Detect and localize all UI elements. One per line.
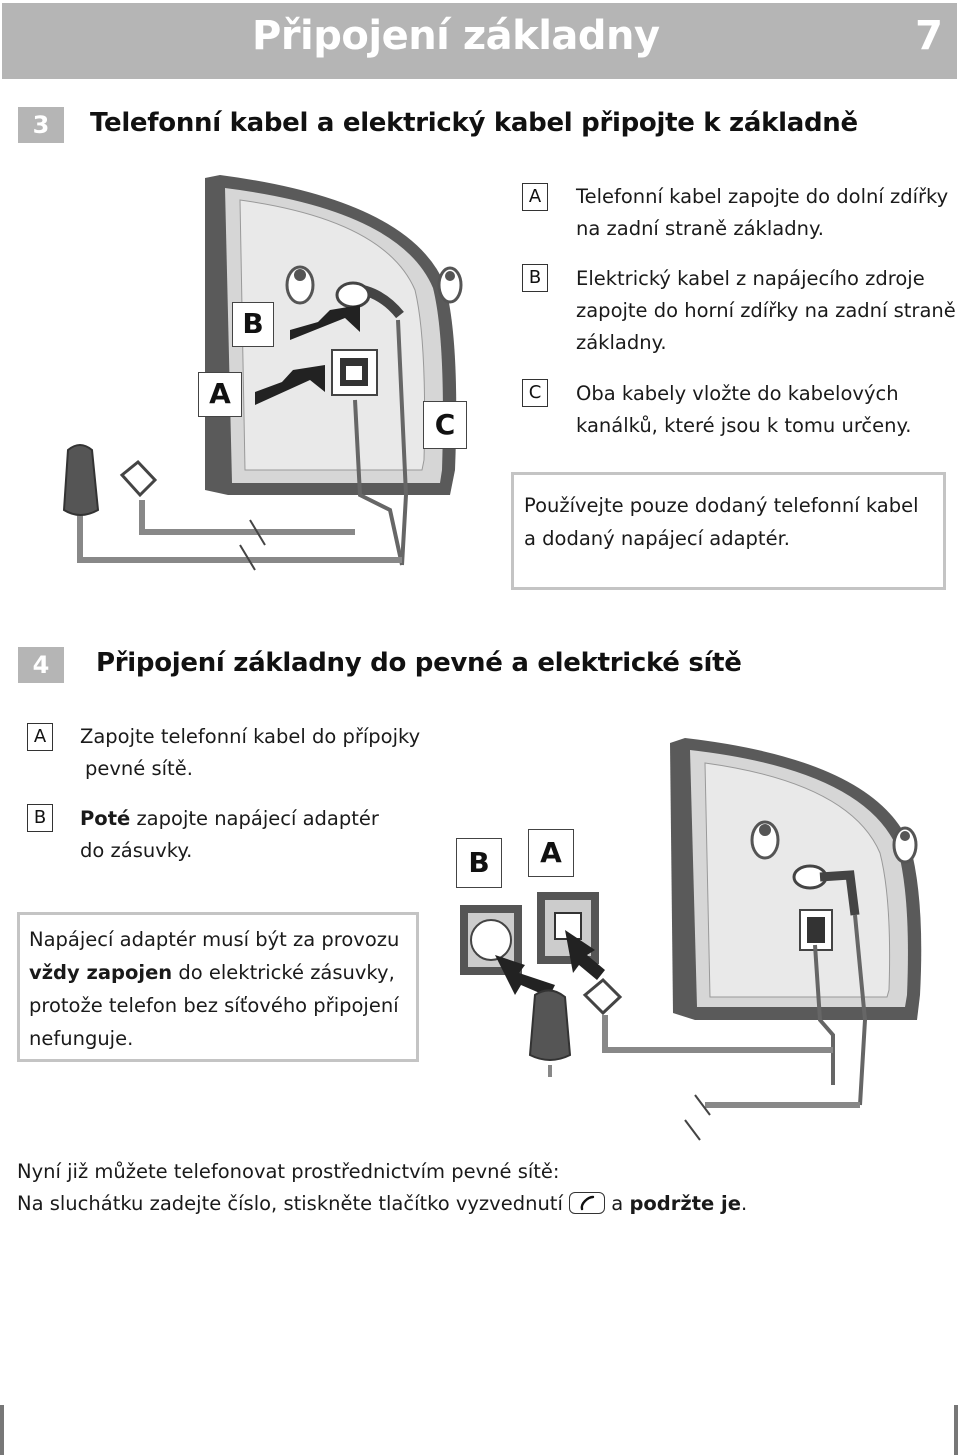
step-4-badge: 4	[18, 647, 64, 683]
item-letter-a: A	[522, 183, 548, 211]
diagram-label-c: C	[423, 401, 467, 449]
item-letter-a: A	[27, 723, 53, 751]
step-3-item-b-text: Elektrický kabel z napájecího zdroje zap…	[576, 267, 956, 354]
step-4-note: Napájecí adaptér musí být za provozu vžd…	[17, 912, 419, 1062]
step-4-heading: Připojení základny do pevné a elektrické…	[96, 648, 742, 678]
item-letter-b: B	[522, 264, 548, 292]
diagram-label-b: B	[456, 838, 502, 888]
page-edge-mark-left	[0, 1405, 4, 1455]
step-3-badge: 3	[18, 107, 64, 143]
step-3-heading: Telefonní kabel a elektrický kabel připo…	[90, 108, 858, 138]
mount-hole-left	[285, 265, 315, 305]
footer-line-2: Na sluchátku zadejte číslo, stiskněte tl…	[17, 1192, 748, 1215]
handset-icon	[569, 1192, 606, 1214]
diagram-label-a: A	[528, 829, 574, 877]
step-3-note: Používejte pouze dodaný telefonní kabel …	[511, 472, 946, 590]
item-letter-c: C	[522, 379, 548, 407]
diagram-label-a: A	[198, 372, 242, 417]
step-4-item-b-text: Poté zapojte napájecí adaptér do zásuvky…	[80, 807, 379, 862]
base-station-rear-diagram	[62, 175, 463, 571]
page-number: 7	[915, 13, 943, 59]
wall-sockets-diagram	[460, 738, 922, 1141]
footer-line-1: Nyní již můžete telefonovat prostřednict…	[17, 1160, 560, 1183]
diagram-label-b: B	[232, 302, 274, 347]
page-title: Připojení základny	[252, 13, 660, 59]
page-edge-mark-right	[954, 1405, 958, 1455]
step-3-item-c-text: Oba kabely vložte do kabelových kanálků,…	[576, 382, 912, 437]
page-header: Připojení základny 7	[2, 3, 957, 79]
mount-hole-right	[437, 266, 463, 304]
step-3-item-a-text: Telefonní kabel zapojte do dolní zdířky …	[576, 185, 949, 240]
item-letter-b: B	[27, 804, 53, 832]
step-4-item-a-text: Zapojte telefonní kabel do přípojky pevn…	[80, 725, 421, 780]
